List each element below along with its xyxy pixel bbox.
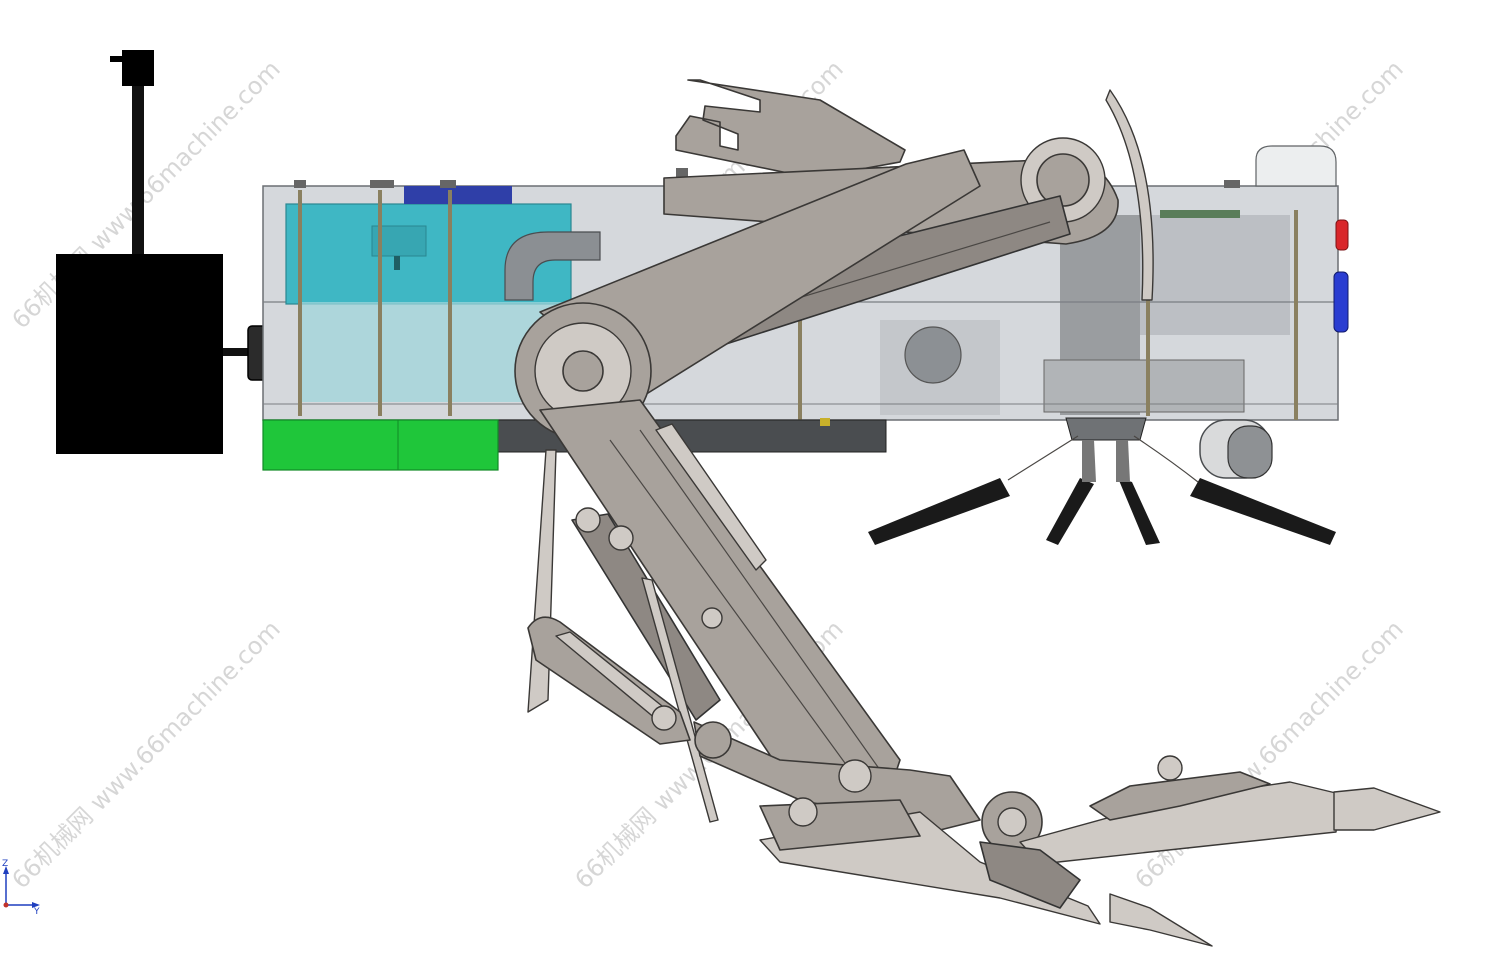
axis-triad-icon: Z Y bbox=[2, 859, 40, 917]
blue-strip bbox=[404, 186, 512, 204]
antenna-assembly bbox=[110, 50, 154, 254]
rear-wheel bbox=[1199, 419, 1273, 479]
red-button bbox=[1335, 219, 1349, 251]
axis-z-label: Z bbox=[2, 859, 8, 869]
main-housing bbox=[262, 145, 1349, 453]
camera-dome bbox=[1255, 145, 1337, 187]
connector-shaft bbox=[223, 348, 263, 356]
watermark-4: 66机械网 www.66machine.com bbox=[6, 615, 285, 894]
black-control-box bbox=[56, 254, 223, 454]
lower-arm bbox=[527, 399, 1043, 853]
watermark-6: 66机械网 www.66machine.com bbox=[1129, 615, 1408, 894]
upper-claw bbox=[514, 79, 1154, 440]
axis-y-label: Y bbox=[33, 907, 40, 917]
gripper-foot bbox=[759, 755, 1441, 947]
green-pad bbox=[262, 419, 499, 471]
blue-button bbox=[1333, 271, 1349, 333]
brush-assembly bbox=[868, 417, 1336, 545]
